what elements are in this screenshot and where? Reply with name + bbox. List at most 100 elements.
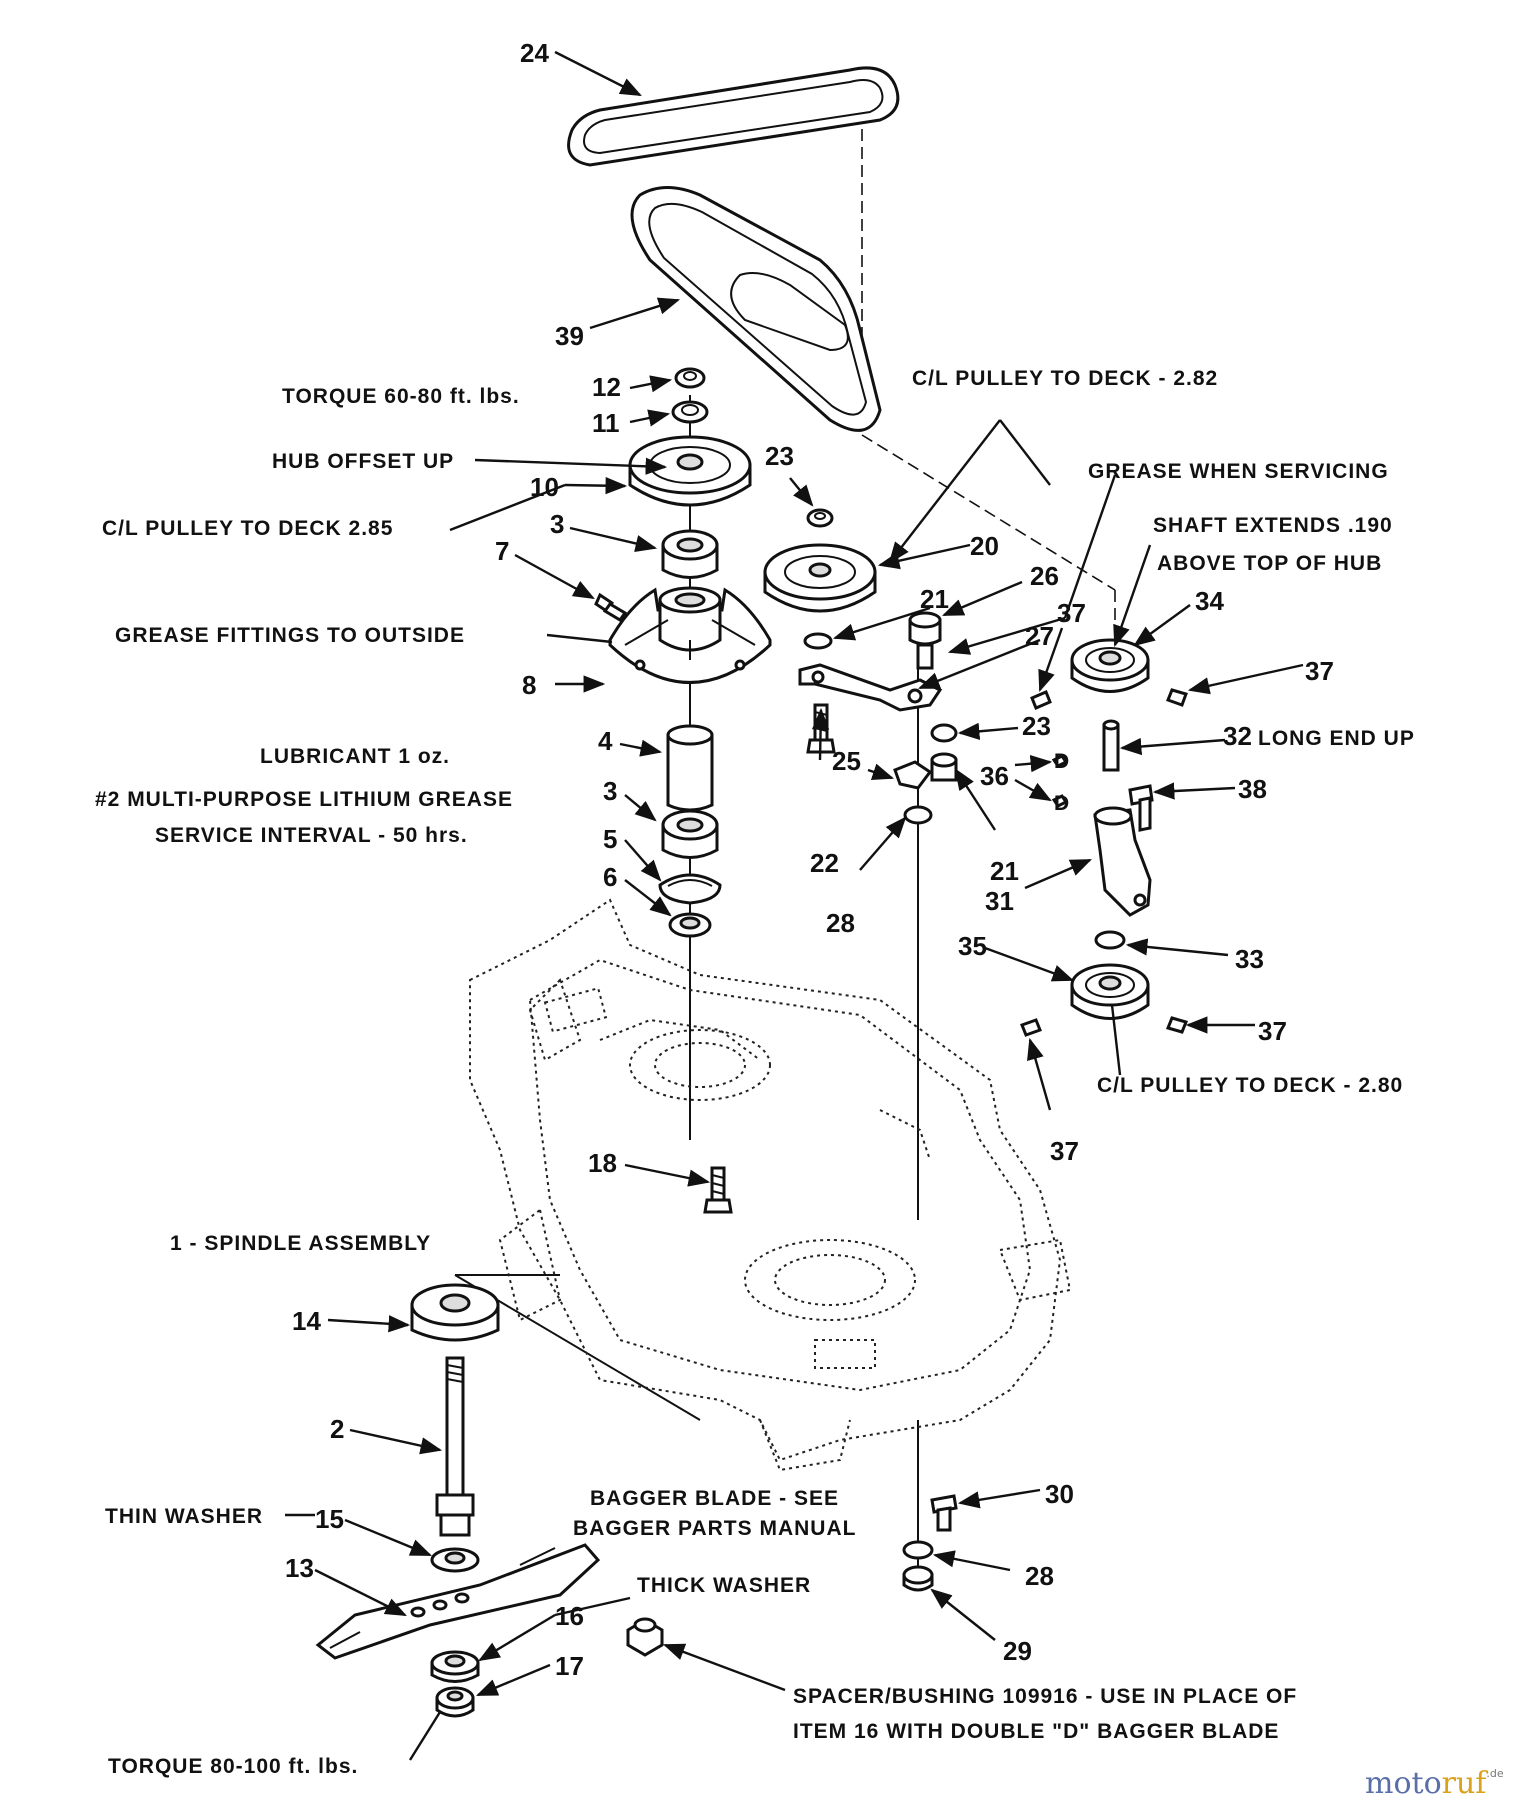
- note-lubricant: LUBRICANT 1 oz.: [260, 745, 450, 768]
- leader-lines: [285, 50, 1304, 1761]
- note-spindle-assembly: 1 - SPINDLE ASSEMBLY: [170, 1232, 431, 1255]
- bracket-31: [1093, 806, 1152, 917]
- belt-39: [630, 186, 882, 432]
- nut-23-upper: [806, 508, 834, 528]
- nut-12: [674, 367, 706, 389]
- nut-29: [902, 1565, 934, 1592]
- note-shaft-extends: SHAFT EXTENDS .190: [1153, 514, 1393, 537]
- svg-text:motoruf.de: motoruf.de: [1365, 1766, 1504, 1800]
- note-grease-servicing: GREASE WHEN SERVICING: [1088, 460, 1389, 483]
- spacer-bushing: [626, 1617, 664, 1657]
- callout-13: 13: [285, 1553, 314, 1583]
- note-lithium-grease: #2 MULTI-PURPOSE LITHIUM GREASE: [95, 788, 513, 811]
- callout-31: 31: [985, 886, 1014, 916]
- seal-6: [668, 912, 712, 938]
- callout-24: 24: [520, 38, 549, 68]
- callout-2: 2: [330, 1414, 344, 1444]
- bushing-21-lower: [930, 752, 958, 782]
- nut-17: [435, 1686, 475, 1718]
- callout-33: 33: [1235, 944, 1264, 974]
- callout-16: 16: [555, 1601, 584, 1631]
- grease-fitting-7: [594, 592, 628, 622]
- spacer-4: [666, 724, 714, 812]
- washer-33: [1094, 930, 1126, 950]
- callout-14: 14: [292, 1306, 321, 1336]
- note-hub-offset: HUB OFFSET UP: [272, 450, 454, 473]
- callout-37-b: 37: [1305, 656, 1334, 686]
- d-mark-2: D: [1054, 792, 1070, 815]
- callout-38: 38: [1238, 774, 1267, 804]
- callout-3-upper: 3: [550, 509, 564, 539]
- mower-deck: [469, 898, 1072, 1472]
- callout-35: 35: [958, 931, 987, 961]
- note-service-interval: SERVICE INTERVAL - 50 hrs.: [155, 824, 468, 847]
- note-spacer-2: ITEM 16 WITH DOUBLE "D" BAGGER BLADE: [793, 1720, 1279, 1743]
- note-grease-fittings: GREASE FITTINGS TO OUTSIDE: [115, 624, 465, 647]
- set-screw-37-a: [1030, 690, 1052, 710]
- callout-23-upper: 23: [765, 441, 794, 471]
- callout-30: 30: [1045, 1479, 1074, 1509]
- note-torque-bottom: TORQUE 80-100 ft. lbs.: [108, 1755, 358, 1778]
- bolt-26: [908, 611, 942, 670]
- callout-34: 34: [1195, 586, 1224, 616]
- note-above-hub: ABOVE TOP OF HUB: [1157, 552, 1382, 575]
- callout-11: 11: [592, 408, 620, 438]
- callout-15: 15: [315, 1504, 344, 1534]
- nut-23-lower: [930, 723, 958, 743]
- callout-25: 25: [832, 746, 861, 776]
- adapter-14: [410, 1283, 500, 1342]
- spring-25: [893, 760, 933, 790]
- washer-11: [671, 400, 709, 424]
- note-long-end-up: LONG END UP: [1258, 727, 1415, 750]
- set-screw-37-b: [1166, 688, 1188, 707]
- bearing-3-lower: [661, 809, 719, 859]
- callout-8: 8: [522, 670, 536, 700]
- idler-arm-27: [798, 663, 943, 712]
- washer-21-upper: [803, 632, 833, 650]
- callout-23-lower: 23: [1022, 711, 1051, 741]
- callout-numbers: 24 39 12 11 10 3 7 8 4 3 5 6 23 20 21 26…: [285, 38, 1334, 1681]
- callout-37-d: 37: [1050, 1136, 1079, 1166]
- note-cl-pulley-280: C/L PULLEY TO DECK - 2.80: [1097, 1074, 1403, 1097]
- pulley-34: [1070, 638, 1150, 693]
- thin-washer-15: [430, 1547, 480, 1573]
- assembly-notes: TORQUE 60-80 ft. lbs. HUB OFFSET UP C/L …: [95, 367, 1415, 1778]
- spindle-2: [435, 1356, 475, 1537]
- snap-ring-5: [658, 873, 722, 905]
- callout-37-a: 37: [1057, 598, 1086, 628]
- callout-4: 4: [598, 726, 613, 756]
- callout-6: 6: [603, 862, 617, 892]
- callout-17: 17: [555, 1651, 584, 1681]
- watermark-part1: moto: [1365, 1766, 1442, 1800]
- callout-37-c: 37: [1258, 1016, 1287, 1046]
- callout-28-lower: 28: [1025, 1561, 1054, 1591]
- note-thick-washer: THICK WASHER: [637, 1574, 811, 1597]
- pulley-10: [628, 435, 752, 507]
- bolt-30: [930, 1494, 958, 1532]
- bolt-38: [1128, 784, 1154, 832]
- shaft-32: [1102, 719, 1120, 772]
- callout-29: 29: [1003, 1636, 1032, 1666]
- callout-20: 20: [970, 531, 999, 561]
- callout-7: 7: [495, 536, 509, 566]
- callout-21-upper: 21: [920, 584, 949, 614]
- callout-10: 10: [530, 472, 559, 502]
- callout-28-upper: 28: [826, 908, 855, 938]
- note-spacer-1: SPACER/BUSHING 109916 - USE IN PLACE OF: [793, 1685, 1297, 1708]
- watermark-part2: ruf: [1442, 1766, 1489, 1800]
- watermark-tld: .de: [1486, 1767, 1503, 1780]
- callout-3-lower: 3: [603, 776, 617, 806]
- callout-21-lower: 21: [990, 856, 1019, 886]
- note-bagger-blade-1: BAGGER BLADE - SEE: [590, 1487, 839, 1510]
- callout-12: 12: [592, 372, 621, 402]
- callout-36: 36: [980, 761, 1009, 791]
- note-bagger-blade-2: BAGGER PARTS MANUAL: [573, 1517, 856, 1540]
- callout-5: 5: [603, 824, 617, 854]
- belt-24: [567, 66, 900, 167]
- callout-26: 26: [1030, 561, 1059, 591]
- note-torque-top: TORQUE 60-80 ft. lbs.: [282, 385, 520, 408]
- housing-8: [608, 586, 772, 684]
- note-cl-pulley-282: C/L PULLEY TO DECK - 2.82: [912, 367, 1218, 390]
- bolt-18: [703, 1166, 733, 1214]
- callout-27: 27: [1025, 621, 1054, 651]
